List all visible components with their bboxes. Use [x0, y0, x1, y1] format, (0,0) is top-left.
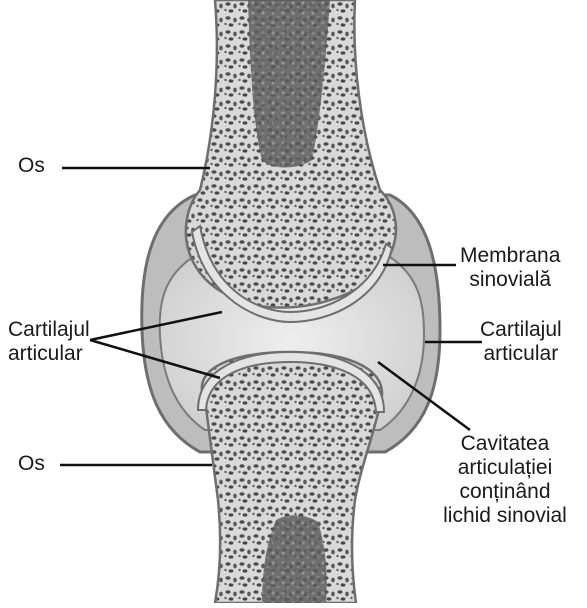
- label-joint-cavity: Cavitatea articulației conținând lichid …: [425, 432, 585, 528]
- label-joint-cavity-line-2: articulației: [425, 456, 585, 480]
- label-joint-cavity-line-1: Cavitatea: [425, 432, 585, 456]
- label-cartilage-left-line-2: articular: [8, 342, 90, 366]
- label-cartilage-right: Cartilajul articular: [480, 318, 562, 366]
- label-synovial-membrane-line-2: sinovială: [460, 268, 560, 292]
- label-bone-bottom: Os: [18, 452, 45, 476]
- label-bone-top: Os: [18, 154, 45, 178]
- label-cartilage-right-line-1: Cartilajul: [480, 318, 562, 342]
- label-synovial-membrane-line-1: Membrana: [460, 244, 560, 268]
- label-cartilage-left: Cartilajul articular: [8, 318, 90, 366]
- label-cartilage-right-line-2: articular: [480, 342, 562, 366]
- label-cartilage-left-line-1: Cartilajul: [8, 318, 90, 342]
- label-joint-cavity-line-3: conținând: [425, 480, 585, 504]
- label-synovial-membrane: Membrana sinovială: [460, 244, 560, 292]
- label-joint-cavity-line-4: lichid sinovial: [425, 504, 585, 528]
